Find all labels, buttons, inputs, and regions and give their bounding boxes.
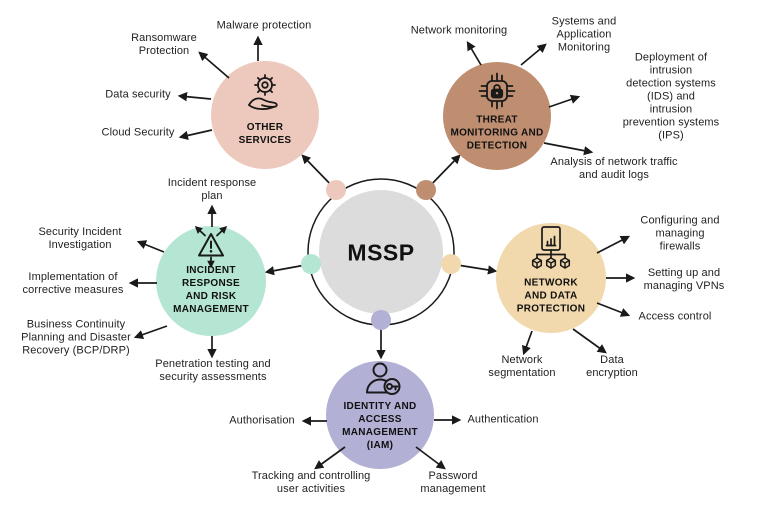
node-circle-network-protection <box>496 223 606 333</box>
arrow-systems-application-monitoring <box>520 43 547 66</box>
ring-dot-threat-monitoring <box>416 180 436 200</box>
arrow-data-security <box>177 92 212 102</box>
item-arrows <box>128 35 636 470</box>
node-title-iam: IDENTITY AND ACCESS MANAGEMENT (IAM) <box>342 401 418 451</box>
data-nodes-icon <box>531 226 571 269</box>
item-penetration-testing: Penetration testing and security assessm… <box>155 358 271 383</box>
node-title-threat-monitoring: THREAT MONITORING AND DETECTION <box>450 114 544 152</box>
arrow-firewalls <box>596 235 631 254</box>
arrow-cloud-security <box>178 129 213 141</box>
item-authorisation: Authorisation <box>229 414 295 427</box>
arrow-network-segmentation <box>522 330 533 356</box>
gear-hand-icon <box>248 74 278 110</box>
node-circle-threat-monitoring <box>443 62 551 170</box>
item-corrective-measures: Implementation of corrective measures <box>22 271 124 296</box>
item-malware-protection: Malware protection <box>216 19 312 32</box>
risk-triangle-icon <box>194 225 228 269</box>
arrow-bcp-drp <box>133 325 168 340</box>
ring-dot-other-services <box>326 180 346 200</box>
user-key-icon <box>366 362 401 395</box>
arrow-security-incident-investigation <box>136 240 165 253</box>
node-circle-iam <box>326 361 434 469</box>
arrow-data-encryption <box>572 328 607 354</box>
arrow-ids-ips <box>548 94 581 108</box>
node-title-other-services: OTHER SERVICES <box>238 122 292 146</box>
node-title-network-protection: NETWORK AND DATA PROTECTION <box>516 277 586 315</box>
item-network-monitoring: Network monitoring <box>410 24 508 37</box>
arrow-analysis-traffic <box>543 142 594 156</box>
item-vpns: Setting up and managing VPNs <box>643 267 725 292</box>
item-incident-response-plan: Incident response plan <box>167 177 257 202</box>
node-circle-incident-response <box>156 226 266 336</box>
item-cloud-security: Cloud Security <box>101 126 175 139</box>
item-data-encryption: Data encryption <box>586 354 638 379</box>
item-data-security: Data security <box>105 88 171 101</box>
ring-dot-incident-response <box>301 254 321 274</box>
hub-title: MSSP <box>347 239 415 266</box>
arrow-ransomware-protection <box>198 51 230 79</box>
item-authentication: Authentication <box>467 413 539 426</box>
arrow-tracking-user-activities <box>314 446 346 470</box>
arrow-access-control <box>596 302 631 317</box>
item-firewalls: Configuring and managing firewalls <box>640 214 720 253</box>
item-security-incident-investigation: Security Incident Investigation <box>38 226 122 251</box>
node-circle-other-services <box>211 61 319 169</box>
ring-dot-network-protection <box>441 254 461 274</box>
item-access-control: Access control <box>638 310 712 323</box>
arrow-password-management <box>415 446 446 470</box>
item-bcp-drp: Business Continuity Planning and Disaste… <box>21 318 131 357</box>
hub-circle <box>319 190 443 314</box>
item-systems-application-monitoring: Systems and Application Monitoring <box>551 15 617 54</box>
item-ransomware-protection: Ransomware Protection <box>131 32 197 57</box>
arrow-network-monitoring <box>466 40 482 66</box>
item-password-management: Password management <box>420 470 486 495</box>
ring-dot-iam <box>371 310 391 330</box>
circuit-lock-icon <box>478 72 516 110</box>
item-network-segmentation: Network segmentation <box>488 354 556 379</box>
item-analysis-traffic: Analysis of network traffic and audit lo… <box>550 156 678 181</box>
item-ids-ips: Deployment of intrusion detection system… <box>622 51 720 142</box>
item-tracking-user-activities: Tracking and controlling user activities <box>251 470 371 495</box>
node-title-incident-response: INCIDENT RESPONSE AND RISK MANAGEMENT <box>173 265 249 315</box>
